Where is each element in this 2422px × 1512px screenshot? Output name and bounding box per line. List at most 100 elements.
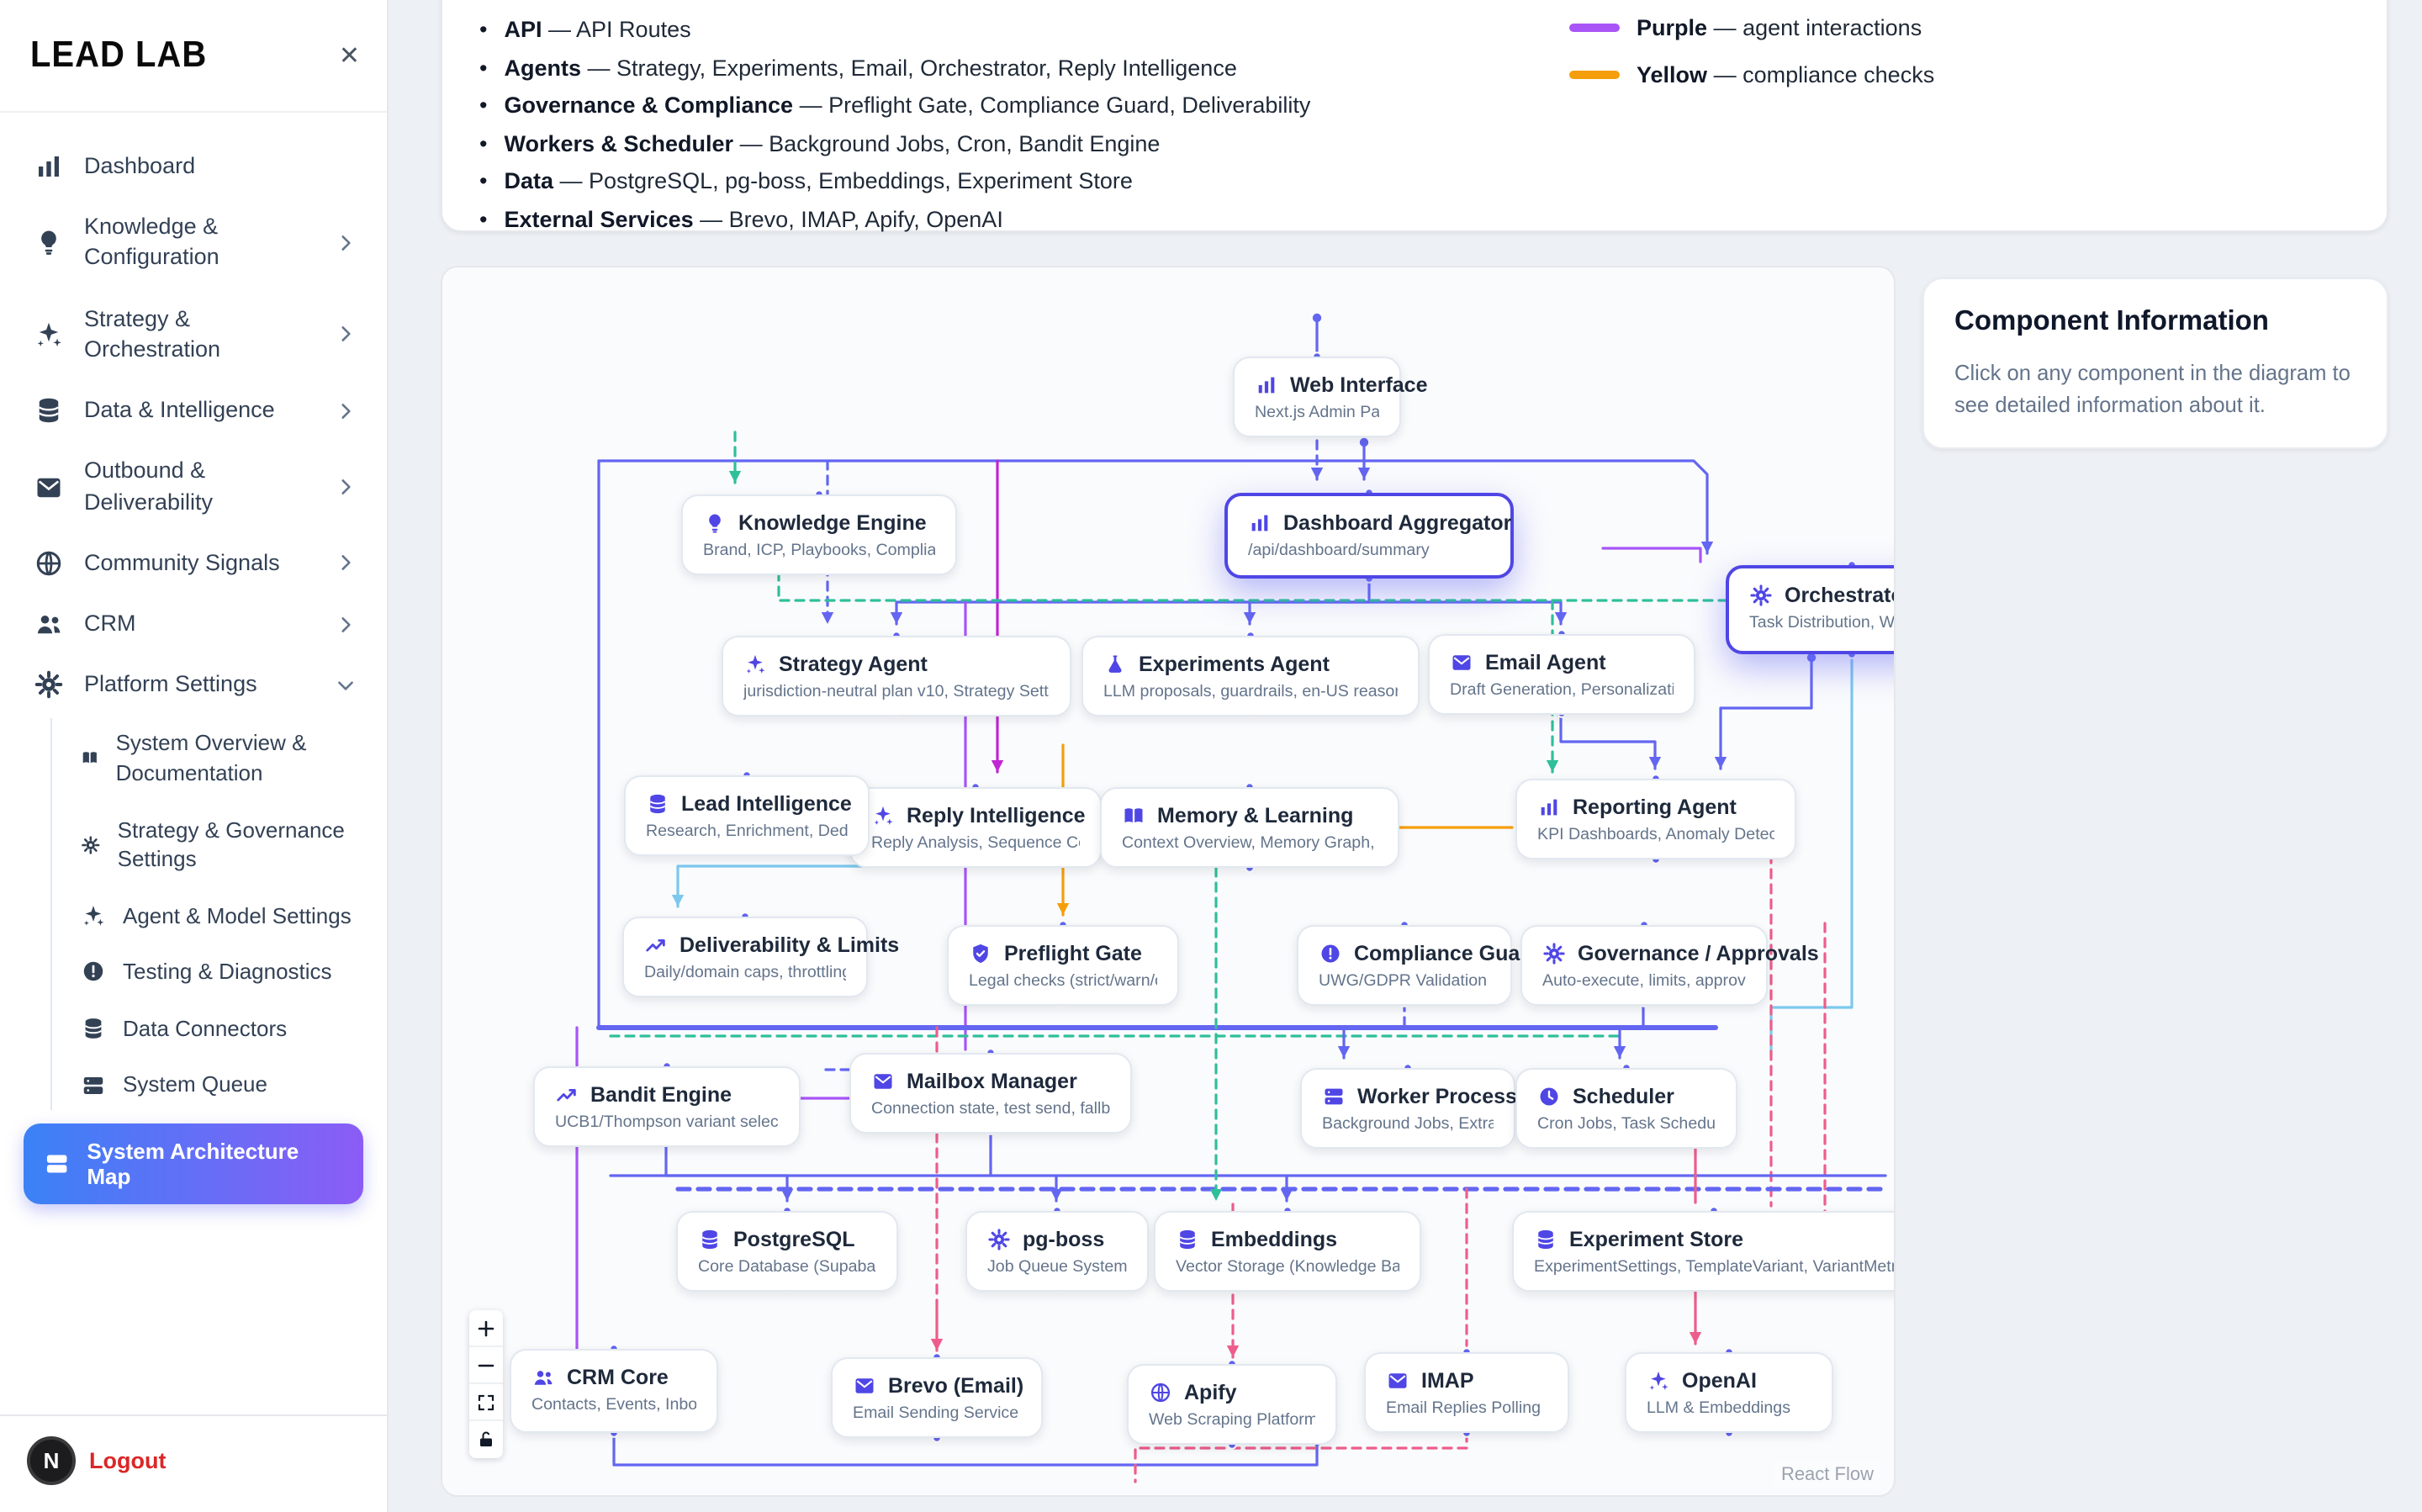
node-subtitle: UWG/GDPR Validation — [1319, 972, 1487, 991]
node-title: Reporting Agent — [1573, 796, 1737, 819]
node-subtitle: LLM & Embeddings — [1647, 1399, 1790, 1418]
sidebar-subitem-system-overview-documentation[interactable]: System Overview & Documentation — [74, 716, 370, 801]
sidebar-subitem-strategy-governance-settings[interactable]: Strategy & Governance Settings — [74, 801, 370, 887]
legend-row: Purple — agent interactions — [1569, 15, 1934, 40]
lock-button[interactable] — [469, 1421, 503, 1458]
sparkles-icon — [37, 322, 61, 346]
sidebar-item-platform-settings[interactable]: Platform Settings — [17, 654, 370, 715]
shield-check-icon — [973, 944, 988, 964]
diagram-node-brevo-email[interactable]: Brevo (Email) Email Sending Service — [831, 1357, 1043, 1438]
node-title: Deliverability & Limits — [680, 933, 900, 957]
node-subtitle: Email Replies Polling — [1386, 1399, 1542, 1418]
trending-up-icon — [646, 939, 665, 952]
node-title: Email Agent — [1485, 651, 1606, 674]
bar-chart-icon — [39, 156, 59, 177]
diagram-node-imap[interactable]: IMAP Email Replies Polling — [1364, 1352, 1569, 1433]
node-subtitle: UCB1/Thompson variant selection — [555, 1113, 779, 1132]
node-title: pg-boss — [1023, 1228, 1105, 1251]
sidebar-subitem-system-queue[interactable]: System Queue — [74, 1056, 370, 1113]
node-title: Lead Intelligence — [681, 792, 852, 816]
sidebar-item-community-signals[interactable]: Community Signals — [17, 533, 370, 594]
diagram-node-orchestrator[interactable]: OrchestratorTask Distribution, Workflows — [1726, 565, 1894, 654]
mail-icon — [874, 1074, 892, 1089]
node-subtitle: jurisdiction-neutral plan v10, Strategy … — [743, 683, 1050, 701]
sidebar-item-crm[interactable]: CRM — [17, 594, 370, 654]
sidebar-item-data-intelligence[interactable]: Data & Intelligence — [17, 380, 370, 441]
node-subtitle: LLM proposals, guardrails, en-US reasoni… — [1103, 683, 1398, 701]
sidebar-item-knowledge-configuration[interactable]: Knowledge & Configuration — [17, 197, 370, 288]
node-title: CRM Core — [567, 1366, 669, 1389]
legend-swatch — [1569, 71, 1620, 79]
node-title: Governance / Approvals — [1578, 942, 1819, 965]
node-subtitle: Cron Jobs, Task Scheduling — [1537, 1115, 1716, 1134]
sidebar-item-system-architecture-map[interactable]: System Architecture Map — [24, 1123, 363, 1204]
architecture-overview-card: •API — API Routes•Agents — Strategy, Exp… — [441, 0, 2388, 232]
sidebar-item-strategy-orchestration[interactable]: Strategy & Orchestration — [17, 288, 370, 380]
gear-icon — [1543, 943, 1565, 965]
fit-view-button[interactable] — [469, 1384, 503, 1421]
node-subtitle: Email Sending Service — [853, 1404, 1019, 1423]
sidebar-item-dashboard[interactable]: Dashboard — [17, 136, 370, 197]
sidebar-item-outbound-deliverability[interactable]: Outbound & Deliverability — [17, 441, 370, 533]
sidebar-subitem-data-connectors[interactable]: Data Connectors — [74, 1000, 370, 1056]
chevron-right-icon — [341, 479, 351, 494]
mail-icon — [1452, 655, 1471, 670]
zoom-in-button[interactable] — [469, 1310, 503, 1347]
node-subtitle: Contacts, Events, Inbox — [531, 1396, 696, 1414]
bar-chart-icon — [1541, 799, 1557, 816]
sidebar-subitem-testing-diagnostics[interactable]: Testing & Diagnostics — [74, 944, 370, 1000]
server-icon — [83, 1076, 103, 1093]
node-title: IMAP — [1421, 1369, 1474, 1393]
node-title: Brevo (Email) — [888, 1374, 1024, 1398]
chevron-right-icon — [341, 326, 351, 342]
node-subtitle: Context Overview, Memory Graph, Tone — [1122, 834, 1378, 853]
close-icon[interactable]: ✕ — [338, 41, 360, 70]
legend-swatch — [1569, 24, 1620, 32]
legend-row: Yellow — compliance checks — [1569, 62, 1934, 87]
alert-circle-icon — [1321, 944, 1340, 963]
diagram-node-dashboard-aggregator[interactable]: Dashboard Aggregator/api/dashboard/summa… — [1224, 493, 1514, 579]
zoom-out-button[interactable] — [469, 1347, 503, 1384]
logout-button[interactable]: Logout — [89, 1448, 167, 1473]
chevron-right-icon — [341, 235, 351, 251]
trending-up-icon — [557, 1089, 576, 1102]
chevron-right-icon — [341, 616, 351, 632]
alert-circle-icon — [83, 962, 103, 982]
gear-icon — [1750, 584, 1772, 606]
node-subtitle: Daily/domain caps, throttling — [644, 964, 846, 982]
database-icon — [1537, 1229, 1554, 1250]
node-subtitle: Reply Analysis, Sequence Control — [871, 834, 1080, 853]
sidebar-subitem-agent-model-settings[interactable]: Agent & Model Settings — [74, 887, 370, 944]
node-subtitle: Connection state, test send, fallback — [871, 1100, 1110, 1118]
